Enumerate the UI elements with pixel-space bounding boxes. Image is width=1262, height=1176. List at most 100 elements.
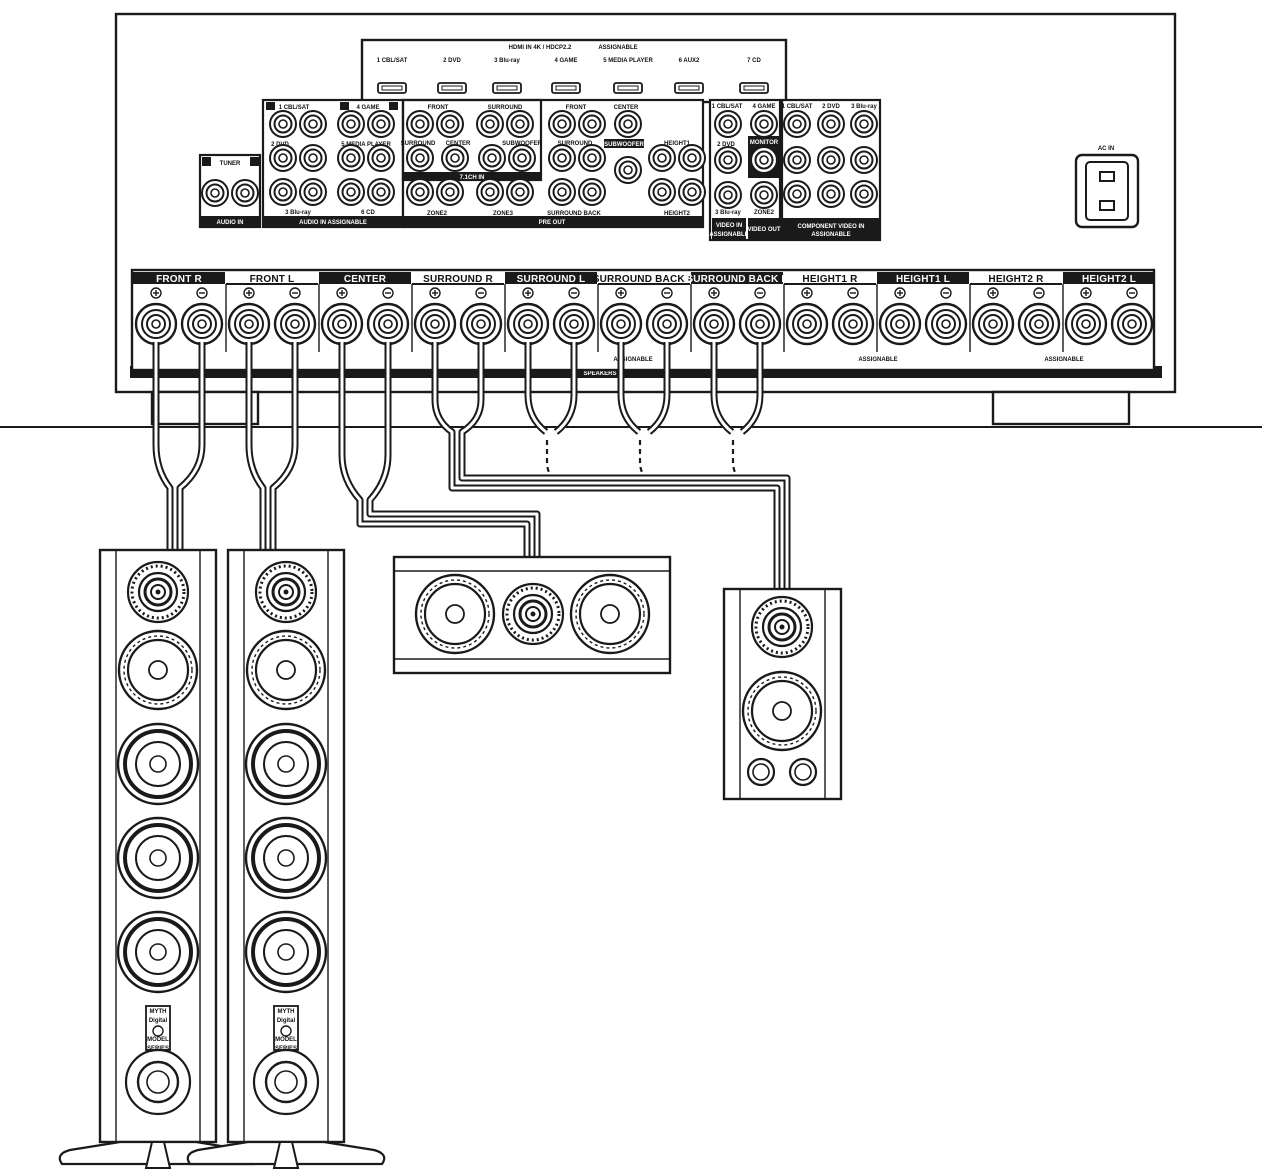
front-l-wire-plus xyxy=(247,342,265,552)
ch71-subwoofer-label: SUBWOOFER xyxy=(502,141,542,147)
ch71-front-label: FRONT xyxy=(428,105,449,111)
audio-in-label-3: 3 Blu-ray xyxy=(285,210,311,216)
tower-tweeter-right xyxy=(254,560,318,624)
binding-post-minus-10 xyxy=(1017,302,1061,346)
pre-out-jack-7 xyxy=(614,110,642,138)
pre-out-jack-14 xyxy=(614,156,642,184)
terminal-label-4: SURROUND R xyxy=(423,274,493,285)
tower-speaker-right: MYTHDigitalMODELSERIES xyxy=(186,548,386,1169)
video-jack-6 xyxy=(783,110,811,138)
tuner-label: TUNER xyxy=(220,161,241,167)
tower-speaker-left: MYTHDigitalMODELSERIES xyxy=(58,548,258,1169)
pre-out-jack-6 xyxy=(578,110,606,138)
binding-post-minus-4 xyxy=(459,302,503,346)
tower-port-right xyxy=(252,1048,320,1116)
tower-woofer-2-left xyxy=(116,816,200,900)
dashed-wire-2 xyxy=(638,440,645,477)
center-woofer-left xyxy=(414,573,496,655)
pre-out-jack-20 xyxy=(506,178,534,206)
video-jack-9 xyxy=(783,146,811,174)
preout-height1-label: HEIGHT1 xyxy=(664,141,691,147)
surround-woofer xyxy=(741,670,823,752)
hdmi-port-2 xyxy=(437,82,467,94)
video-in-label-1: 1 CBL/SAT xyxy=(712,104,743,110)
binding-post-minus-1 xyxy=(180,302,224,346)
video-panel: 1 CBL/SAT 4 GAME 2 DVD MONITOR 3 Blu-ray… xyxy=(708,98,882,242)
audio-in-jack-r3c1 xyxy=(269,178,297,206)
hdmi-input-label-2: 2 DVD xyxy=(443,58,461,64)
audio-in-jack-r3c4 xyxy=(367,178,395,206)
dashed-wire-3 xyxy=(731,440,738,477)
video-in-label: VIDEO IN xyxy=(716,223,742,229)
hdmi-in-panel: HDMI IN 4K / HDCP2.2 ASSIGNABLE 1 CBL/SA… xyxy=(360,38,788,104)
hdmi-input-label-6: 6 AUX2 xyxy=(679,58,700,64)
component-label-2: 2 DVD xyxy=(822,104,840,110)
video-jack-11 xyxy=(850,146,878,174)
tower-woofer-2-right xyxy=(244,816,328,900)
front-l-wire-minus xyxy=(271,342,297,552)
pre-out-jack-24 xyxy=(678,178,706,206)
binding-post-plus-10 xyxy=(971,302,1015,346)
hdmi-port-6 xyxy=(674,82,704,94)
binding-post-minus-9 xyxy=(924,302,968,346)
terminal-label-8: HEIGHT1 R xyxy=(802,274,858,285)
pre-out-jack-17 xyxy=(406,178,434,206)
video-jack-12 xyxy=(783,180,811,208)
terminal-label-11: HEIGHT2 L xyxy=(1082,274,1136,285)
video-in-label-4: 4 GAME xyxy=(752,104,775,110)
audio-in-label-6: 6 CD xyxy=(361,210,375,216)
badge-text-left-2: Digital xyxy=(149,1018,168,1024)
component-video-in-label: COMPONENT VIDEO IN xyxy=(797,224,864,230)
short-wire-minus-1 xyxy=(555,342,576,434)
badge-text-right-1: MYTH xyxy=(278,1009,295,1015)
pre-out-jack-13 xyxy=(578,144,606,172)
hdmi-input-label-5: 5 MEDIA PLAYER xyxy=(603,58,653,64)
binding-post-plus-9 xyxy=(878,302,922,346)
surround-tweeter xyxy=(750,595,814,659)
component-assignable-label: ASSIGNABLE xyxy=(811,232,850,238)
preout-subwoofer-label: SUBWOOFER xyxy=(604,142,644,148)
terminal-label-5: SURROUND L xyxy=(517,274,586,285)
video-jack-14 xyxy=(850,180,878,208)
video-in-label-2: 2 DVD xyxy=(717,142,735,148)
hdmi-port-7 xyxy=(739,82,769,94)
video-jack-2 xyxy=(750,110,778,138)
ch71-surround-label: SURROUND xyxy=(488,105,523,111)
binding-post-plus-1 xyxy=(134,302,178,346)
hdmi-assignable: ASSIGNABLE xyxy=(598,45,637,51)
pre-out-jack-16 xyxy=(678,144,706,172)
preout-front-label: FRONT xyxy=(566,105,587,111)
binding-post-minus-6 xyxy=(645,302,689,346)
preout-surround-label: SURROUND xyxy=(558,141,593,147)
badge-text-right-3: MODEL xyxy=(275,1037,297,1043)
center-wire-plus xyxy=(340,342,529,559)
audio-in-jack-r2c1 xyxy=(269,144,297,172)
audio-in-assignable-label: AUDIO IN ASSIGNABLE xyxy=(299,220,367,226)
ch71-surround-2-label: SURROUND xyxy=(401,141,436,147)
binding-post-plus-8 xyxy=(785,302,829,346)
binding-post-plus-5 xyxy=(506,302,550,346)
audio-in-assignable: 1 CBL/SAT 4 GAME 2 DVD 5 MEDIA PLAYER 3 … xyxy=(261,98,405,229)
tower-tweeter-left xyxy=(126,560,190,624)
audio-in-jack-r1c3 xyxy=(337,110,365,138)
video-jack-5 xyxy=(750,181,778,209)
hdmi-input-label-7: 7 CD xyxy=(747,58,761,64)
terminal-label-1: FRONT R xyxy=(156,274,202,285)
short-wire-plus-3 xyxy=(712,342,733,434)
speakers-label: SPEAKERS xyxy=(583,371,616,377)
audio-in-label-1: 1 CBL/SAT xyxy=(279,105,310,111)
pre-out-label: PRE OUT xyxy=(539,220,566,226)
tower-midrange-right xyxy=(245,629,327,711)
short-wire-minus-3 xyxy=(741,342,762,434)
terminal-label-2: FRONT L xyxy=(250,274,295,285)
audio-in-jack-r2c4 xyxy=(367,144,395,172)
badge-text-left-1: MYTH xyxy=(150,1009,167,1015)
center-speaker xyxy=(392,555,672,675)
pre-out-jack-19 xyxy=(476,178,504,206)
ch71-in-label: 7.1CH IN xyxy=(460,175,485,181)
binding-post-minus-7 xyxy=(738,302,782,346)
preout-height2-label: HEIGHT2 xyxy=(664,211,691,217)
video-jack-4 xyxy=(714,181,742,209)
